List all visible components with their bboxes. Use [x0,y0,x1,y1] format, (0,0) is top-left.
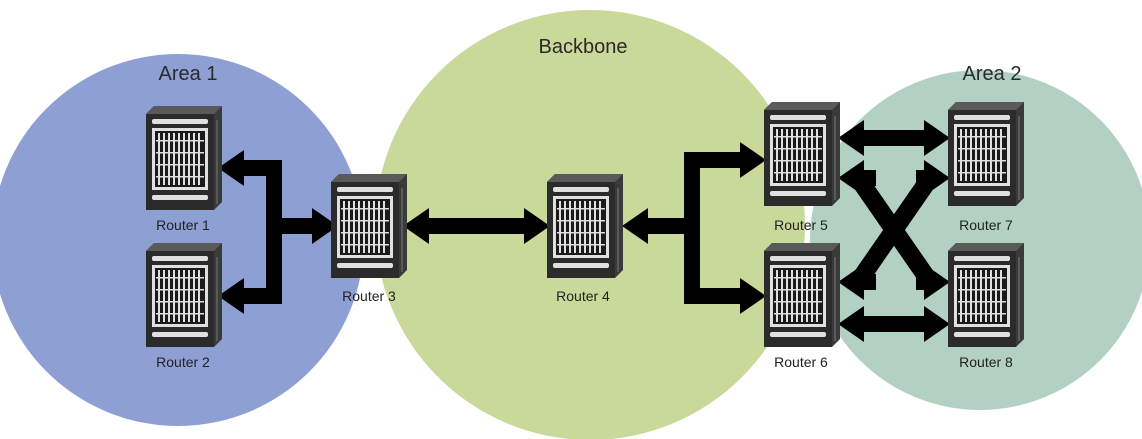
router-8[interactable]: Router 8 [948,243,1024,370]
router-5-label: Router 5 [774,217,828,233]
link-router3-router1-router2 [218,150,338,314]
router-8-icon [948,243,1024,347]
area-1-region [0,54,364,426]
router-1-label: Router 1 [156,217,210,233]
area-1-label: Area 1 [159,63,218,85]
router-1[interactable]: Router 1 [146,106,222,233]
link-router3-router4 [403,208,550,244]
router-2-label: Router 2 [156,354,210,370]
router-4[interactable]: Router 4 [547,174,623,304]
link-router4-router5-router6 [622,142,766,314]
link-router6-router7 [838,160,950,300]
router-3-label: Router 3 [342,288,396,304]
router-5-icon [764,102,840,206]
router-3[interactable]: Router 3 [331,174,407,304]
router-7-icon [948,102,1024,206]
router-2[interactable]: Router 2 [146,243,222,370]
router-5[interactable]: Router 5 [764,102,840,233]
router-6[interactable]: Router 6 [764,243,840,370]
link-router5-router7 [838,120,950,156]
router-7-label: Router 7 [959,217,1013,233]
router-4-icon [547,174,623,278]
link-router6-router8 [838,306,950,342]
router-7[interactable]: Router 7 [948,102,1024,233]
router-4-label: Router 4 [556,288,610,304]
router-1-icon [146,106,222,210]
router-2-icon [146,243,222,347]
router-6-label: Router 6 [774,354,828,370]
router-6-icon [764,243,840,347]
router-3-icon [331,174,407,278]
backbone-label: Backbone [539,36,628,58]
area-2-label: Area 2 [963,63,1022,85]
router-8-label: Router 8 [959,354,1013,370]
